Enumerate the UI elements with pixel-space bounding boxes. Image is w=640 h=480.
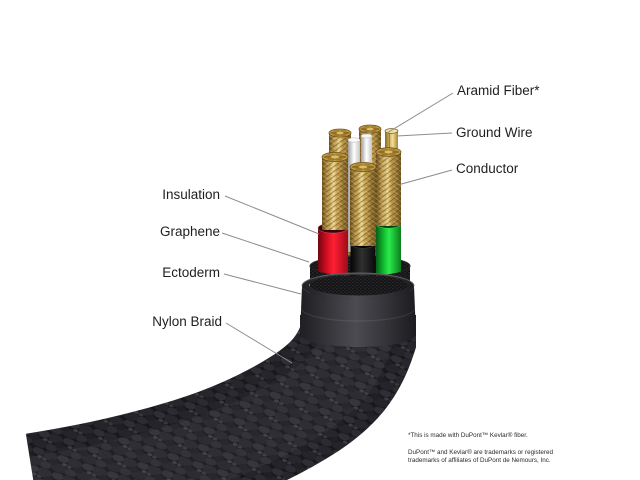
label-insulation: Insulation (162, 187, 220, 202)
ectoderm-jacket (300, 272, 416, 347)
conductor-wires-front (321, 147, 402, 246)
label-graphene: Graphene (159, 224, 220, 239)
label-aramid-fiber: Aramid Fiber* (457, 83, 540, 98)
leader-graphene (221, 232, 310, 263)
leader-conductor (397, 169, 453, 186)
label-ectoderm: Ectoderm (162, 265, 220, 280)
leader-aramid-fiber (386, 92, 454, 134)
trademark-footnote: DuPont™ and Kevlar® are trademarks or re… (408, 449, 553, 465)
leader-nylon-braid (225, 322, 293, 364)
leader-lines (221, 92, 454, 364)
label-conductor: Conductor (456, 161, 519, 176)
insulation-sleeve-green (375, 219, 402, 280)
label-nylon-braid: Nylon Braid (152, 314, 222, 329)
label-ground-wire: Ground Wire (456, 125, 533, 140)
leader-ectoderm (223, 273, 302, 295)
leader-insulation (224, 195, 320, 235)
leader-ground-wire (396, 132, 453, 137)
kevlar-fiber-footnote: *This is made with DuPont™ Kevlar® fiber… (408, 432, 528, 439)
nylon-braid-section (25, 315, 416, 480)
insulation-sleeve-black (350, 239, 376, 282)
